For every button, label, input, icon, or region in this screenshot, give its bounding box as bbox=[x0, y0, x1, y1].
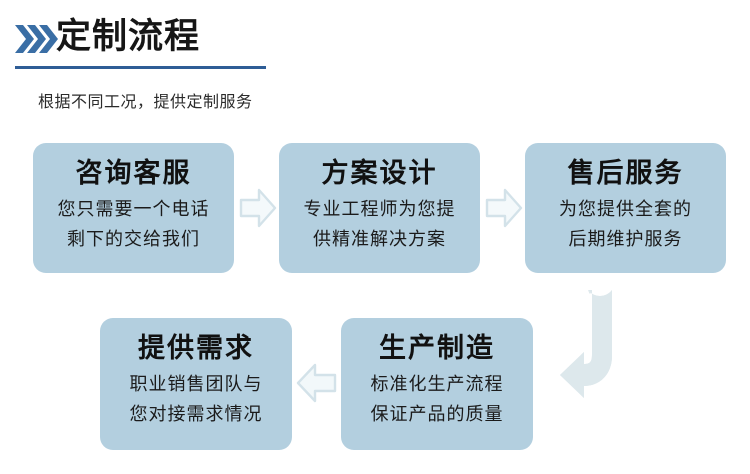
arrow-right-icon bbox=[484, 185, 524, 231]
section-header: 定制流程 根据不同工况，提供定制服务 bbox=[0, 0, 750, 111]
step-card-title: 售后服务 bbox=[567, 158, 684, 188]
step-card-line: 您只需要一个电话 bbox=[57, 199, 210, 219]
step-card-body: 为您提供全套的 后期维护服务 bbox=[559, 194, 692, 254]
step-card-line: 保证产品的质量 bbox=[370, 404, 504, 424]
step-card-body: 标准化生产流程 保证产品的质量 bbox=[371, 369, 504, 429]
arrow-bent-down-left-icon bbox=[558, 278, 650, 406]
step-card-manufacturing[interactable]: 生产制造 标准化生产流程 保证产品的质量 bbox=[341, 318, 533, 450]
step-card-after-sales[interactable]: 售后服务 为您提供全套的 后期维护服务 bbox=[525, 143, 726, 273]
step-card-requirements[interactable]: 提供需求 职业销售团队与 您对接需求情况 bbox=[100, 318, 292, 450]
step-card-line: 供精准解决方案 bbox=[313, 229, 446, 249]
step-card-line: 为您提供全套的 bbox=[559, 199, 692, 219]
step-card-title: 生产制造 bbox=[379, 333, 495, 363]
step-card-title: 方案设计 bbox=[321, 158, 438, 188]
step-card-line: 标准化生产流程 bbox=[370, 374, 504, 394]
step-card-line: 剩下的交给我们 bbox=[67, 229, 200, 249]
step-card-title: 咨询客服 bbox=[75, 158, 192, 188]
step-card-line: 职业销售团队与 bbox=[129, 374, 263, 394]
page-title: 定制流程 bbox=[56, 17, 201, 56]
step-card-line: 专业工程师为您提 bbox=[303, 199, 456, 219]
step-card-line: 后期维护服务 bbox=[568, 229, 683, 249]
page-subtitle: 根据不同工况，提供定制服务 bbox=[38, 94, 253, 111]
step-card-body: 职业销售团队与 您对接需求情况 bbox=[130, 369, 263, 429]
step-card-line: 您对接需求情况 bbox=[129, 404, 263, 424]
arrow-right-icon bbox=[238, 185, 278, 231]
step-card-design[interactable]: 方案设计 专业工程师为您提 供精准解决方案 bbox=[279, 143, 480, 273]
step-card-consultation[interactable]: 咨询客服 您只需要一个电话 剩下的交给我们 bbox=[33, 143, 234, 273]
step-card-body: 您只需要一个电话 剩下的交给我们 bbox=[58, 194, 210, 254]
arrow-left-icon bbox=[294, 360, 338, 406]
step-card-title: 提供需求 bbox=[138, 333, 254, 363]
title-underline bbox=[15, 66, 266, 69]
step-card-body: 专业工程师为您提 供精准解决方案 bbox=[304, 194, 456, 254]
triple-chevron-icon bbox=[14, 22, 58, 56]
